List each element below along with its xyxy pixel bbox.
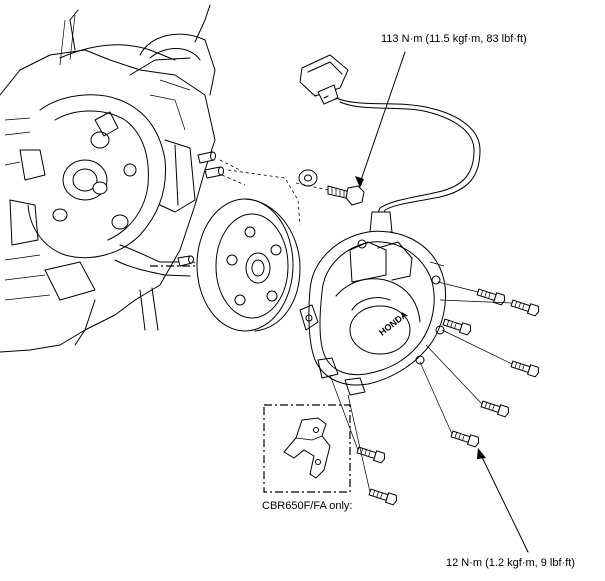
cover-bolt <box>510 360 540 378</box>
wire-connector <box>299 54 349 105</box>
variant-note: CBR650F/FA only: <box>262 500 353 512</box>
variant-inset <box>263 404 351 493</box>
alternator-cover: HONDA <box>299 230 446 396</box>
flywheel-rotor <box>150 198 301 332</box>
cover-bolt <box>480 400 510 418</box>
cover-bolt <box>450 430 480 448</box>
cover-bolt <box>368 488 398 506</box>
stator-wire-harness <box>335 97 481 233</box>
cover-bolt <box>476 288 506 306</box>
cover-bolt <box>442 318 472 336</box>
cover-bolt <box>510 299 540 317</box>
torque-arrow-top <box>355 51 406 188</box>
engine-crankcase <box>0 4 216 353</box>
washer <box>298 169 318 187</box>
dowel-pins <box>177 151 246 267</box>
cover-bolt <box>356 446 386 464</box>
torque-spec-flywheel-bolt: 113 N·m (11.5 kgf·m, 83 lbf·ft) <box>381 33 527 45</box>
flywheel-bolt <box>295 182 365 206</box>
cover-bolts <box>329 261 540 506</box>
torque-arrow-bottom <box>477 448 529 553</box>
torque-spec-cover-bolt: 12 N·m (1.2 kgf·m, 9 lbf·ft) <box>446 557 575 569</box>
